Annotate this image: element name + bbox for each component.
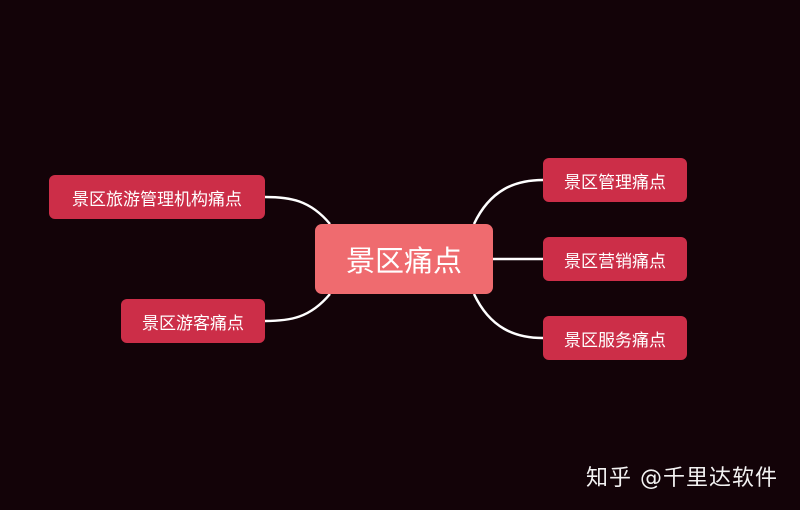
watermark-text: 知乎 @千里达软件 [586,466,778,491]
connector-left-top [264,195,331,225]
connector-left-bottom [264,293,331,323]
central-topic-label: 景区痛点 [345,244,462,278]
branch-label: 景区服务痛点 [564,330,666,351]
branch-node-marketing[interactable]: 景区营销痛点 [543,237,687,281]
branch-label: 景区营销痛点 [564,251,666,272]
connector-right-1 [472,178,544,225]
branch-node-management-agency[interactable]: 景区旅游管理机构痛点 [49,175,265,219]
branch-label: 景区游客痛点 [142,313,244,334]
branch-node-management[interactable]: 景区管理痛点 [543,158,687,202]
branch-label: 景区管理痛点 [564,172,666,193]
branch-node-visitor[interactable]: 景区游客痛点 [121,299,265,343]
central-topic-node[interactable]: 景区痛点 [315,224,493,294]
connector-right-3 [472,293,544,340]
branch-node-service[interactable]: 景区服务痛点 [543,316,687,360]
branch-label: 景区旅游管理机构痛点 [72,189,242,210]
